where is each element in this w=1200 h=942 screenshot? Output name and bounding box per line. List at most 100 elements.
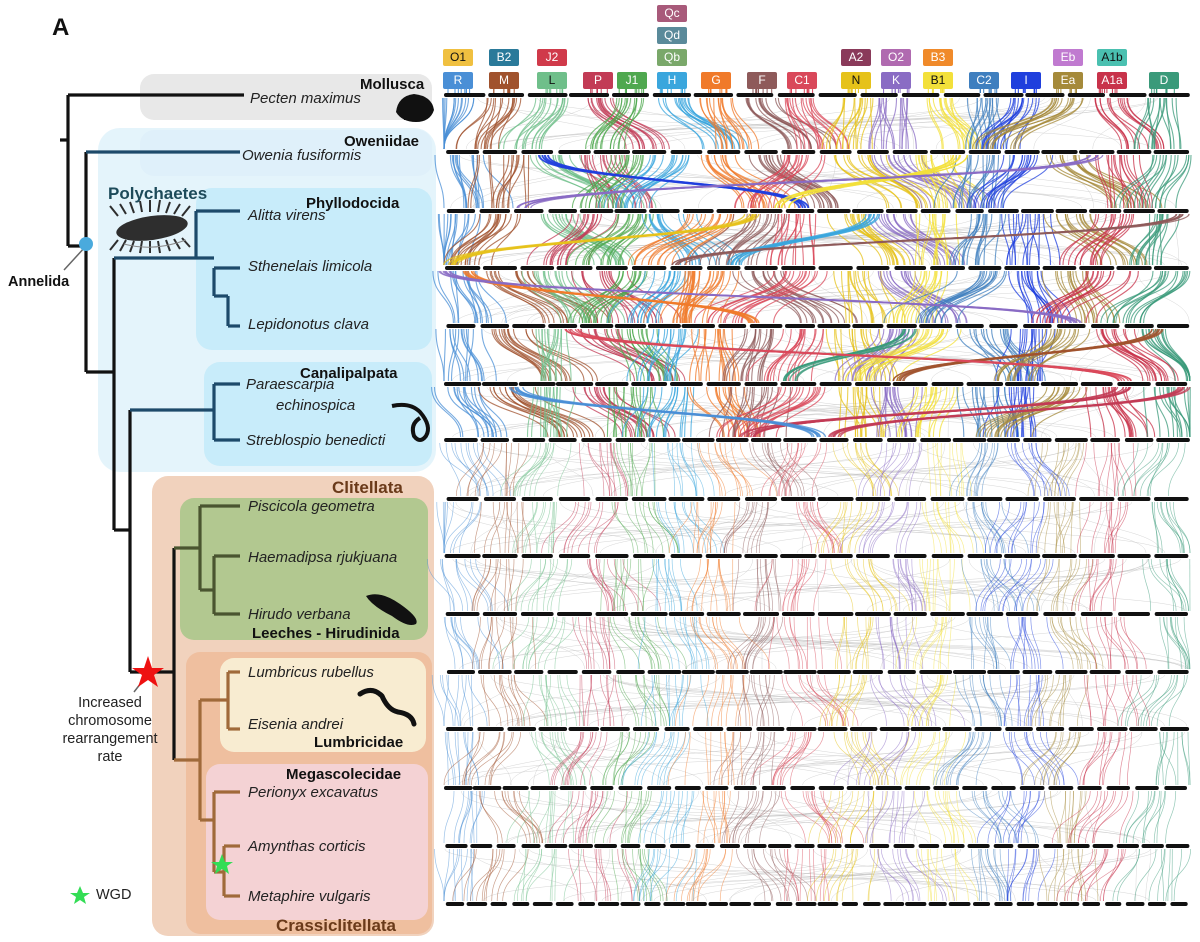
synteny-line — [1017, 790, 1025, 844]
note-line: chromosome — [68, 713, 152, 729]
synteny-line — [983, 616, 988, 670]
synteny-line — [494, 270, 569, 324]
synteny-line — [852, 674, 866, 727]
synteny-line — [1002, 790, 1027, 844]
synteny-line — [725, 154, 765, 209]
synteny-line — [989, 386, 1070, 438]
synteny-line — [523, 501, 544, 554]
species-label: Paraescarpia — [246, 376, 335, 393]
synteny-line — [1020, 731, 1057, 786]
synteny-line — [981, 97, 989, 150]
synteny-line — [458, 790, 474, 844]
synteny-line — [868, 328, 892, 382]
synteny-ribbons — [426, 89, 1192, 902]
synteny-line — [744, 731, 772, 786]
synteny-line — [1043, 731, 1071, 786]
synteny-line — [613, 558, 618, 612]
synteny-line — [876, 442, 894, 497]
synteny-line — [817, 501, 835, 554]
synteny-line — [745, 97, 805, 150]
synteny-line — [779, 848, 808, 902]
synteny-line — [1143, 674, 1172, 727]
synteny-line — [1003, 731, 1035, 786]
synteny-line — [813, 848, 816, 902]
synteny-line — [1102, 848, 1123, 902]
synteny-line — [591, 790, 1058, 844]
synteny-line — [542, 731, 850, 786]
synteny-line — [900, 674, 916, 727]
synteny-line — [609, 213, 647, 266]
synteny-line — [1132, 790, 1156, 844]
synteny-line — [1100, 270, 1164, 324]
synteny-line — [940, 848, 954, 902]
synteny-line — [588, 558, 615, 612]
linkage-group-box: R — [443, 72, 473, 89]
species-label: Owenia fusiformis — [242, 147, 362, 164]
synteny-line — [759, 558, 765, 612]
synteny-line — [603, 731, 621, 786]
synteny-line — [1103, 731, 1120, 786]
synteny-line — [476, 848, 503, 902]
synteny-line — [718, 558, 727, 612]
synteny-line — [657, 731, 675, 786]
synteny-line — [947, 616, 952, 670]
synteny-line — [851, 616, 872, 670]
synteny-line — [742, 674, 747, 727]
synteny-line — [450, 616, 478, 670]
synteny-line — [937, 501, 955, 554]
synteny-line — [470, 270, 758, 324]
synteny-line — [613, 442, 629, 497]
synteny-line — [1123, 616, 1138, 670]
panel-letter: A — [52, 14, 70, 41]
synteny-line — [938, 616, 948, 670]
synteny-line — [727, 616, 760, 670]
synteny-line — [908, 213, 1079, 266]
synteny-line — [496, 616, 503, 670]
synteny-line — [917, 270, 928, 324]
note-line: rate — [97, 749, 123, 765]
canalipalpata-box — [204, 362, 432, 466]
synteny-line — [856, 731, 879, 786]
synteny-line — [692, 674, 709, 727]
synteny-line — [750, 731, 791, 786]
synteny-line — [805, 97, 838, 150]
synteny-line — [868, 848, 875, 902]
synteny-line — [475, 97, 495, 150]
synteny-line — [982, 386, 1145, 438]
phyllodocida-label: Phyllodocida — [306, 195, 400, 212]
synteny-line — [734, 790, 760, 844]
synteny-line — [700, 154, 743, 209]
synteny-line — [996, 501, 1022, 554]
synteny-line — [491, 213, 519, 266]
synteny-line — [1135, 848, 1137, 902]
synteny-line — [1171, 616, 1188, 670]
synteny-line — [545, 213, 590, 266]
synteny-line — [657, 848, 998, 902]
synteny-line — [719, 558, 728, 612]
synteny-line — [1115, 328, 1169, 382]
synteny-line — [469, 790, 1151, 844]
synteny-line — [487, 616, 500, 670]
synteny-line — [506, 442, 512, 497]
synteny-line — [689, 328, 700, 382]
synteny-line — [913, 790, 923, 844]
synteny-line — [442, 674, 454, 727]
synteny-line — [849, 790, 874, 844]
synteny-line — [882, 97, 888, 150]
synteny-line — [444, 731, 807, 786]
synteny-line — [666, 731, 691, 786]
synteny-line — [518, 848, 707, 902]
synteny-line — [801, 501, 812, 554]
synteny-line — [935, 731, 946, 786]
synteny-line — [446, 674, 461, 727]
synteny-line — [615, 386, 670, 438]
phylogenetic-tree — [60, 93, 244, 898]
synteny-line — [681, 501, 718, 554]
synteny-line — [490, 270, 550, 324]
synteny-line — [648, 328, 660, 382]
synteny-line — [695, 616, 707, 670]
oweniidae-label: Oweniidae — [344, 133, 420, 150]
synteny-line — [702, 790, 716, 844]
synteny-line — [1085, 270, 1132, 324]
synteny-line — [975, 213, 993, 266]
